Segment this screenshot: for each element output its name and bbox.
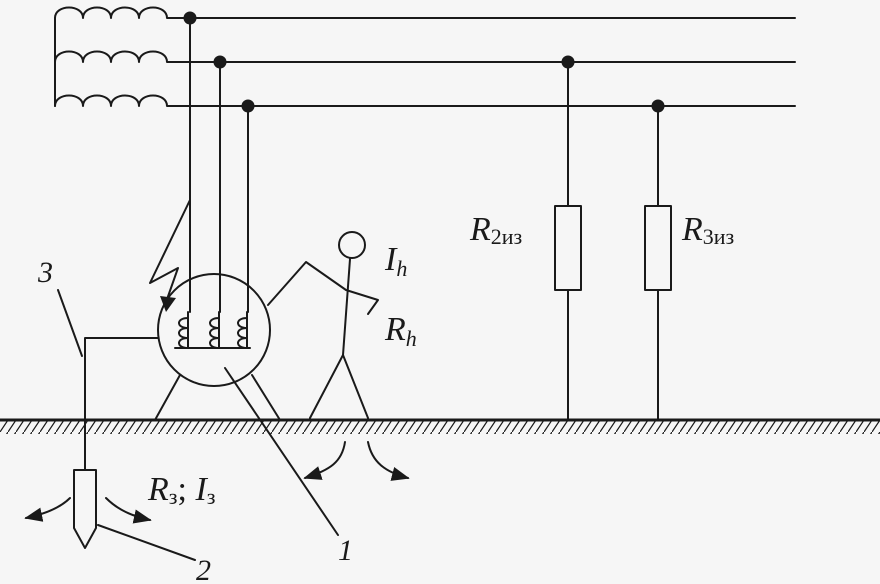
motor-feed-wires bbox=[189, 17, 249, 313]
ground-surface bbox=[0, 418, 880, 434]
person-figure bbox=[267, 231, 379, 419]
fault-arrow bbox=[149, 199, 191, 312]
insulation-resistor-2 bbox=[554, 61, 582, 421]
ground-electrode bbox=[73, 469, 97, 549]
callout-3: 3 bbox=[37, 256, 53, 289]
label-r3-insulation: R3из bbox=[681, 211, 734, 249]
phase-lines bbox=[189, 17, 796, 107]
callout-2: 2 bbox=[196, 554, 211, 584]
callout-1: 1 bbox=[338, 534, 353, 567]
callout-leaders bbox=[57, 289, 339, 561]
grounding-conductor bbox=[84, 337, 159, 471]
label-human-resistance: Rh bbox=[384, 311, 417, 351]
insulation-resistor-3 bbox=[644, 105, 672, 421]
motor-enclosure bbox=[154, 273, 281, 421]
label-r2-insulation: R2из bbox=[469, 211, 522, 249]
transformer-windings bbox=[54, 6, 249, 107]
label-human-current: Ih bbox=[384, 241, 407, 281]
current-spread-arrows bbox=[24, 441, 410, 524]
label-ground-resistance-current: Rз; Iз bbox=[147, 471, 215, 509]
